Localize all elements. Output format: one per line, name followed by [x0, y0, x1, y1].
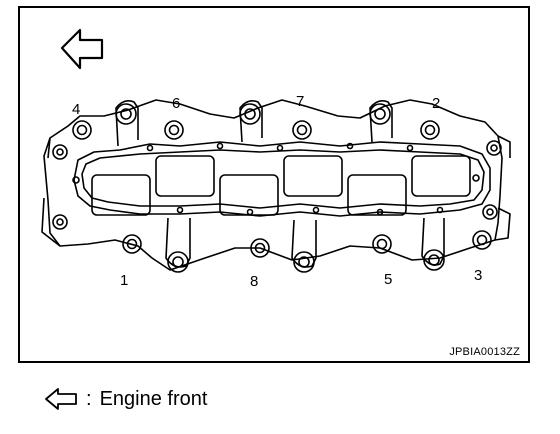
- bolt-6: [164, 120, 184, 140]
- figure-code: JPBIA0013ZZ: [449, 346, 520, 358]
- stud-lower: [423, 249, 445, 271]
- upper-boss: [239, 100, 263, 143]
- stud-upper: [115, 103, 137, 125]
- lower-boss: [165, 217, 191, 268]
- right-tab: [494, 135, 511, 241]
- intake-port: [155, 155, 215, 197]
- bolt-2: [420, 120, 440, 140]
- intake-port: [411, 155, 471, 197]
- gasket-band-inner: [81, 149, 485, 209]
- engine-front-arrow-icon: [60, 28, 104, 70]
- bolt-label-2: 2: [432, 95, 440, 112]
- gasket-band: [73, 141, 491, 217]
- stud-lower: [293, 251, 315, 273]
- manifold-flange-outline: [43, 99, 503, 271]
- legend-separator: :: [86, 387, 92, 410]
- bolt-5: [372, 234, 392, 254]
- bolt-3: [472, 230, 492, 250]
- bolt-label-7: 7: [296, 93, 304, 110]
- upper-boss: [369, 100, 393, 143]
- intake-port: [91, 174, 151, 216]
- stud-upper: [239, 103, 261, 125]
- intake-port: [283, 155, 343, 197]
- intake-port: [347, 174, 407, 216]
- side-bolt: [482, 204, 498, 220]
- bolt-label-4: 4: [72, 101, 80, 118]
- stud-upper: [369, 103, 391, 125]
- bolt-label-1: 1: [120, 272, 128, 289]
- bolt-4: [72, 120, 92, 140]
- bolt-label-8: 8: [250, 273, 258, 290]
- bolt-8: [250, 238, 270, 258]
- bolt-7: [292, 120, 312, 140]
- left-arrow-outline-icon: [45, 388, 77, 410]
- bolt-1: [122, 234, 142, 254]
- diagram-frame: 1 2 3 4 5 6 7 8 JPBIA0013ZZ: [18, 6, 530, 363]
- bolt-label-6: 6: [172, 95, 180, 112]
- upper-boss: [115, 100, 139, 147]
- side-bolt: [52, 144, 68, 160]
- bolt-label-3: 3: [474, 267, 482, 284]
- side-bolt: [52, 214, 68, 230]
- side-bolt: [486, 140, 502, 156]
- bolt-label-5: 5: [384, 271, 392, 288]
- left-tab: [41, 137, 61, 247]
- legend-text: Engine front: [99, 387, 208, 410]
- legend: : Engine front: [44, 384, 207, 414]
- intake-manifold-bolt-diagram: 1 2 3 4 5 6 7 8: [41, 28, 511, 290]
- stud-lower: [167, 251, 189, 273]
